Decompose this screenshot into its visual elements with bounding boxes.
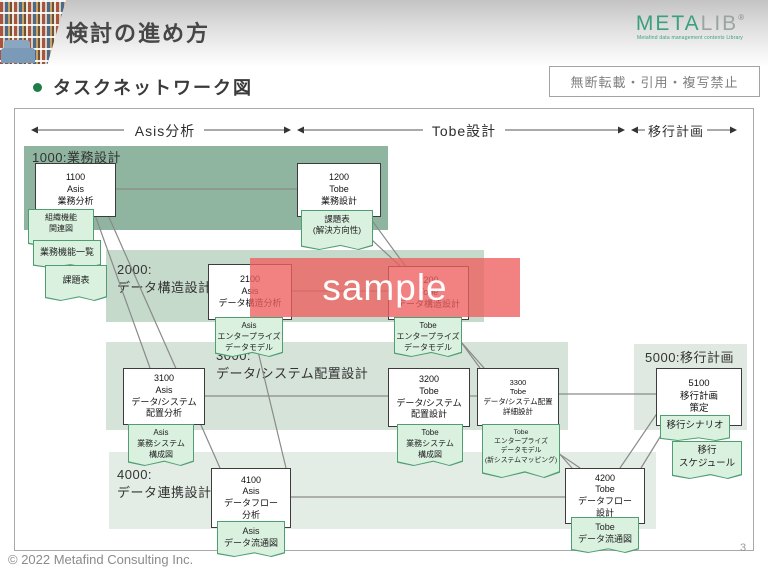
task-box-3200: 3200 Tobe データ/システム 配置設計 (388, 368, 470, 427)
deliverable-gyomu-list: 業務機能一覧 (33, 240, 101, 268)
axis-label-tobe: Tobe設計 (431, 123, 497, 139)
band-label-2000: 2000: データ構造設計 (117, 262, 212, 295)
task-box-1200: 1200 Tobe 業務設計 (297, 163, 381, 217)
deliverable-tobe-flow: Tobe データ流通図 (571, 517, 639, 553)
page-title: 検討の進め方 (66, 21, 211, 46)
copyright-notice-box: 無断転載・引用・複写禁止 (549, 66, 760, 97)
sofa-image (1, 48, 35, 63)
deliverable-asis-edm: Asis エンタープライズ データモデル (215, 317, 283, 357)
deliverable-label: Asis 業務システム 構成図 (129, 425, 193, 465)
band-label-1000: 1000:業務設計 (32, 150, 122, 165)
deliverable-ikou-schedule: 移行 スケジュール (672, 441, 742, 479)
metalib-logo: METALIB® Metafind data management conten… (620, 13, 760, 41)
deliverable-tobe-edm: Tobe エンタープライズ データモデル (394, 317, 462, 357)
section-heading: タスクネットワーク図 (53, 78, 253, 98)
task-box-4200: 4200 Tobe データフロー 設計 (565, 468, 645, 524)
deliverable-label: Tobe 業務システム 構成図 (398, 425, 462, 465)
deliverable-asis-sys: Asis 業務システム 構成図 (128, 424, 194, 466)
deliverable-tobe-sys: Tobe 業務システム 構成図 (397, 424, 463, 466)
axis-label-ikou: 移行計画 (647, 124, 704, 139)
band-label-4000: 4000: データ連携設計 (117, 467, 212, 500)
deliverable-label: 課題表 (解決方向性) (302, 211, 372, 249)
task-box-4100: 4100 Asis データフロー 分析 (211, 468, 291, 528)
task-box-1100: 1100 Asis 業務分析 (35, 163, 116, 217)
slide-header: 検討の進め方 METALIB® Metafind data management… (0, 0, 768, 65)
logo-lib: LIB (700, 12, 739, 35)
footer-copyright: © 2022 Metafind Consulting Inc. (8, 552, 194, 567)
deliverable-label: Tobe エンタープライズ データモデル (395, 318, 461, 356)
deliverable-tobe-edm-mapping: Tobe エンタープライズ データモデル (新システムマッピング) (482, 424, 560, 478)
sample-watermark: sample (250, 258, 520, 317)
metalib-logo-text: METALIB® (620, 13, 760, 34)
deliverable-label: 課題表 (46, 266, 106, 300)
deliverable-label: Tobe データ流通図 (572, 518, 638, 552)
axis-label-asis: Asis分析 (134, 123, 196, 139)
task-box-3300: 3300 Tobe データ/システム配置 詳細設計 (477, 368, 559, 426)
bullet-icon (33, 83, 42, 92)
library-photo-image (0, 0, 66, 64)
logo-meta: META (635, 12, 701, 35)
band-label-5000: 5000:移行計画 (645, 350, 735, 365)
deliverable-kadai-kaiketsu: 課題表 (解決方向性) (301, 210, 373, 250)
deliverable-label: 移行シナリオ (661, 416, 729, 440)
deliverable-label: 移行 スケジュール (673, 442, 741, 478)
deliverable-asis-flow: Asis データ流通図 (217, 521, 285, 557)
deliverable-label: 業務機能一覧 (34, 241, 100, 267)
sample-watermark-text: sample (322, 266, 448, 308)
logo-subtitle: Metafind data management contents Librar… (636, 35, 744, 41)
page-number: 3 (740, 542, 747, 554)
deliverable-label: Asis データ流通図 (218, 522, 284, 556)
deliverable-label: Tobe エンタープライズ データモデル (新システムマッピング) (483, 425, 559, 477)
deliverable-ikou-scenario: 移行シナリオ (660, 415, 730, 441)
registered-mark-icon: ® (738, 13, 745, 22)
deliverable-kadai: 課題表 (45, 265, 107, 301)
deliverable-label: Asis エンタープライズ データモデル (216, 318, 282, 356)
task-box-3100: 3100 Asis データ/システム 配置分析 (123, 368, 205, 425)
